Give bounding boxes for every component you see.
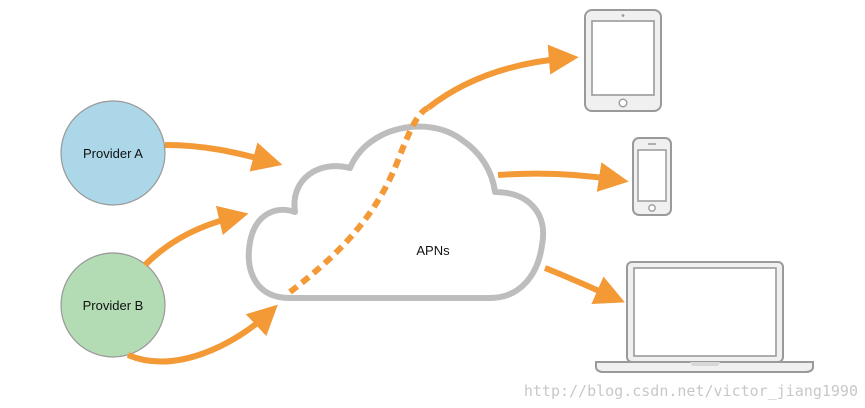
laptop-icon <box>595 261 814 373</box>
arrow-provider-a-to-apns <box>164 142 283 172</box>
tablet-icon <box>584 9 662 112</box>
arrow-provider-b-to-apns-bottom <box>126 304 278 365</box>
arrow-apns-to-laptop <box>543 265 625 304</box>
provider-b-node: Provider B <box>60 252 166 358</box>
provider-b-circle <box>60 252 166 358</box>
arrow-apns-to-tablet <box>426 44 579 111</box>
watermark-text: http://blog.csdn.net/victor_jiang1990 <box>524 382 858 400</box>
apns-cloud: APNs <box>245 123 547 301</box>
dashed-route-through-apns <box>288 105 430 295</box>
provider-a-node: Provider A <box>60 100 166 206</box>
arrow-provider-b-to-apns-top <box>142 205 249 268</box>
provider-a-circle <box>60 100 166 206</box>
arrows <box>126 44 629 365</box>
provider-b-label: Provider B <box>83 298 144 313</box>
phone-icon <box>632 137 672 216</box>
apns-label: APNs <box>416 243 450 258</box>
provider-a-label: Provider A <box>83 146 143 161</box>
cloud-outline <box>245 123 547 301</box>
arrow-apns-to-phone <box>497 162 629 192</box>
